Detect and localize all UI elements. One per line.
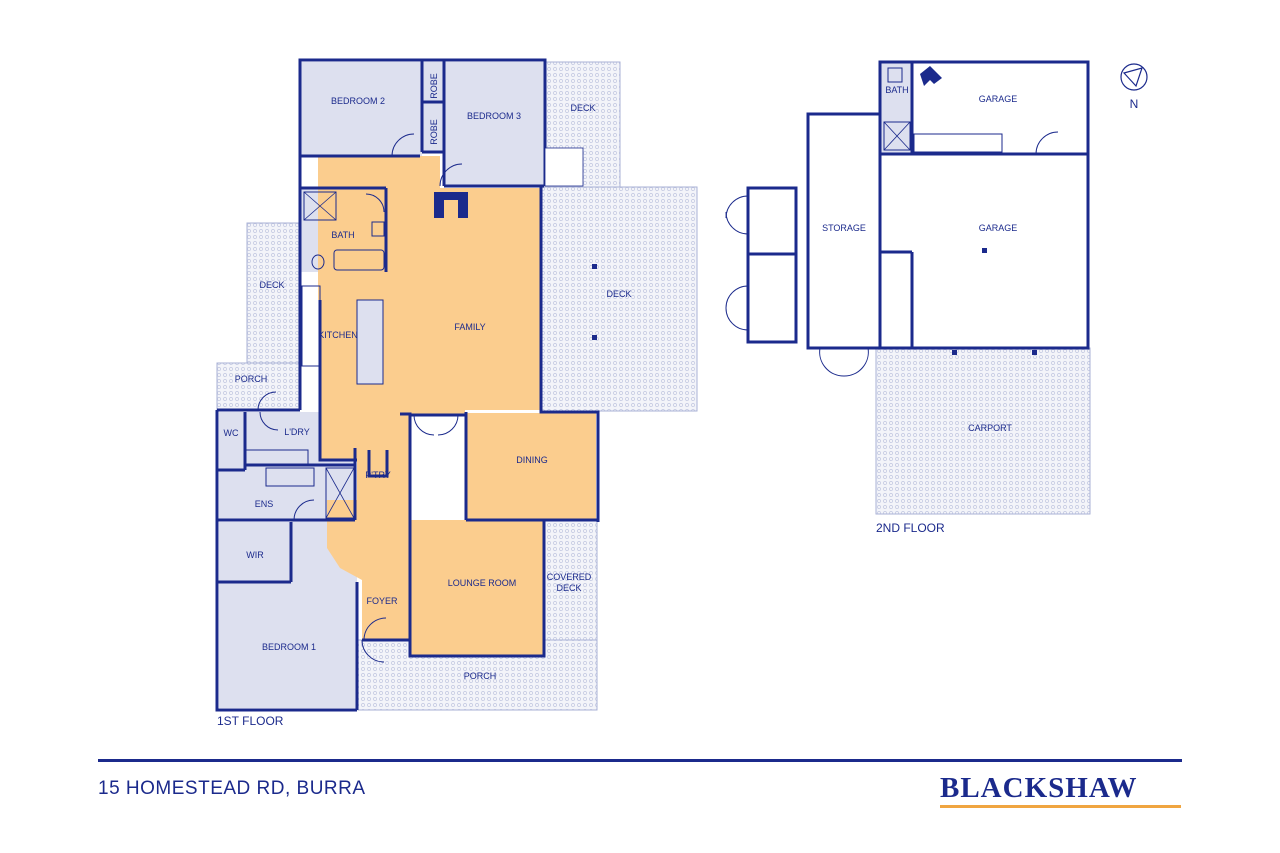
label-first-floor: 1ST FLOOR bbox=[217, 714, 284, 728]
porch-left-area bbox=[216, 362, 300, 412]
foyer-area bbox=[327, 500, 410, 640]
bedroom3-area bbox=[444, 62, 544, 186]
second-floor-walls bbox=[746, 60, 1090, 350]
covered-deck-area bbox=[542, 519, 598, 657]
label-wir: WIR bbox=[246, 550, 264, 560]
label-foyer: FOYER bbox=[366, 596, 398, 606]
robes-area bbox=[422, 62, 444, 152]
north-arrow-icon: N bbox=[1120, 63, 1148, 111]
label-porch-bottom: PORCH bbox=[464, 671, 497, 681]
footer-rule bbox=[98, 759, 1182, 762]
label-wc: WC bbox=[224, 428, 239, 438]
label-robe2: ROBE bbox=[429, 119, 439, 145]
label-bedroom2: BEDROOM 2 bbox=[331, 96, 385, 106]
basin-1 bbox=[371, 221, 385, 237]
bath2-corner bbox=[920, 66, 942, 86]
label-bedroom3: BEDROOM 3 bbox=[467, 111, 521, 121]
family-kitchen-area bbox=[318, 156, 541, 500]
label-garage-top: GARAGE bbox=[979, 94, 1018, 104]
brand-underline bbox=[940, 805, 1181, 808]
bedroom1-area bbox=[219, 582, 357, 708]
door-swings bbox=[257, 133, 463, 663]
label-carport: CARPORT bbox=[968, 423, 1012, 433]
posts bbox=[592, 248, 1037, 355]
label-bedroom1: BEDROOM 1 bbox=[262, 642, 316, 652]
label-kitchen: KITCHEN bbox=[318, 330, 358, 340]
kitchen-bench bbox=[301, 285, 321, 367]
bathtub bbox=[333, 249, 385, 271]
first-floor-walls bbox=[215, 58, 600, 712]
deck-right-area bbox=[540, 186, 698, 412]
ens-vanity bbox=[265, 467, 315, 487]
bath2-area bbox=[880, 62, 912, 154]
label-deck-left: DECK bbox=[259, 280, 284, 290]
stairs bbox=[544, 147, 584, 187]
label-porch-left: PORCH bbox=[235, 374, 268, 384]
wir-area bbox=[219, 522, 291, 582]
toilet-1 bbox=[311, 254, 325, 270]
bath2-shower bbox=[883, 121, 911, 151]
deck-left-area bbox=[246, 222, 300, 364]
compass-label: N bbox=[1130, 97, 1139, 111]
laundry-bench bbox=[245, 449, 309, 465]
label-covered-deck-2: DECK bbox=[556, 583, 581, 593]
label-deck-top: DECK bbox=[570, 103, 595, 113]
bath2-basin bbox=[887, 67, 903, 83]
label-bath2: BATH bbox=[885, 85, 908, 95]
garage-bench bbox=[913, 133, 1003, 153]
second-floor-door-swings bbox=[725, 131, 1059, 377]
label-lounge: LOUNGE ROOM bbox=[448, 578, 517, 588]
label-bath1: BATH bbox=[331, 230, 354, 240]
dining-area bbox=[466, 413, 596, 520]
carport-area bbox=[875, 347, 1091, 515]
kitchen-island bbox=[356, 299, 384, 385]
shower-1 bbox=[303, 191, 337, 221]
lounge-area bbox=[410, 520, 544, 656]
label-pantry: P'TRY bbox=[365, 470, 391, 480]
fireplace-opening bbox=[444, 200, 458, 218]
brand-logo: BLACKSHAW bbox=[940, 772, 1138, 804]
label-deck-right: DECK bbox=[606, 289, 631, 299]
label-dining: DINING bbox=[516, 455, 548, 465]
label-robe1: ROBE bbox=[429, 73, 439, 99]
bedroom2-area bbox=[300, 62, 422, 156]
label-garage-main: GARAGE bbox=[979, 223, 1018, 233]
label-family: FAMILY bbox=[454, 322, 485, 332]
label-laundry: L'DRY bbox=[284, 427, 310, 437]
label-covered-deck-1: COVERED bbox=[547, 572, 592, 582]
label-storage: STORAGE bbox=[822, 223, 866, 233]
property-address: 15 HOMESTEAD RD, BURRA bbox=[98, 778, 366, 799]
ens-shower bbox=[325, 467, 355, 519]
label-second-floor: 2ND FLOOR bbox=[876, 521, 945, 535]
label-ensuite: ENS bbox=[255, 499, 274, 509]
